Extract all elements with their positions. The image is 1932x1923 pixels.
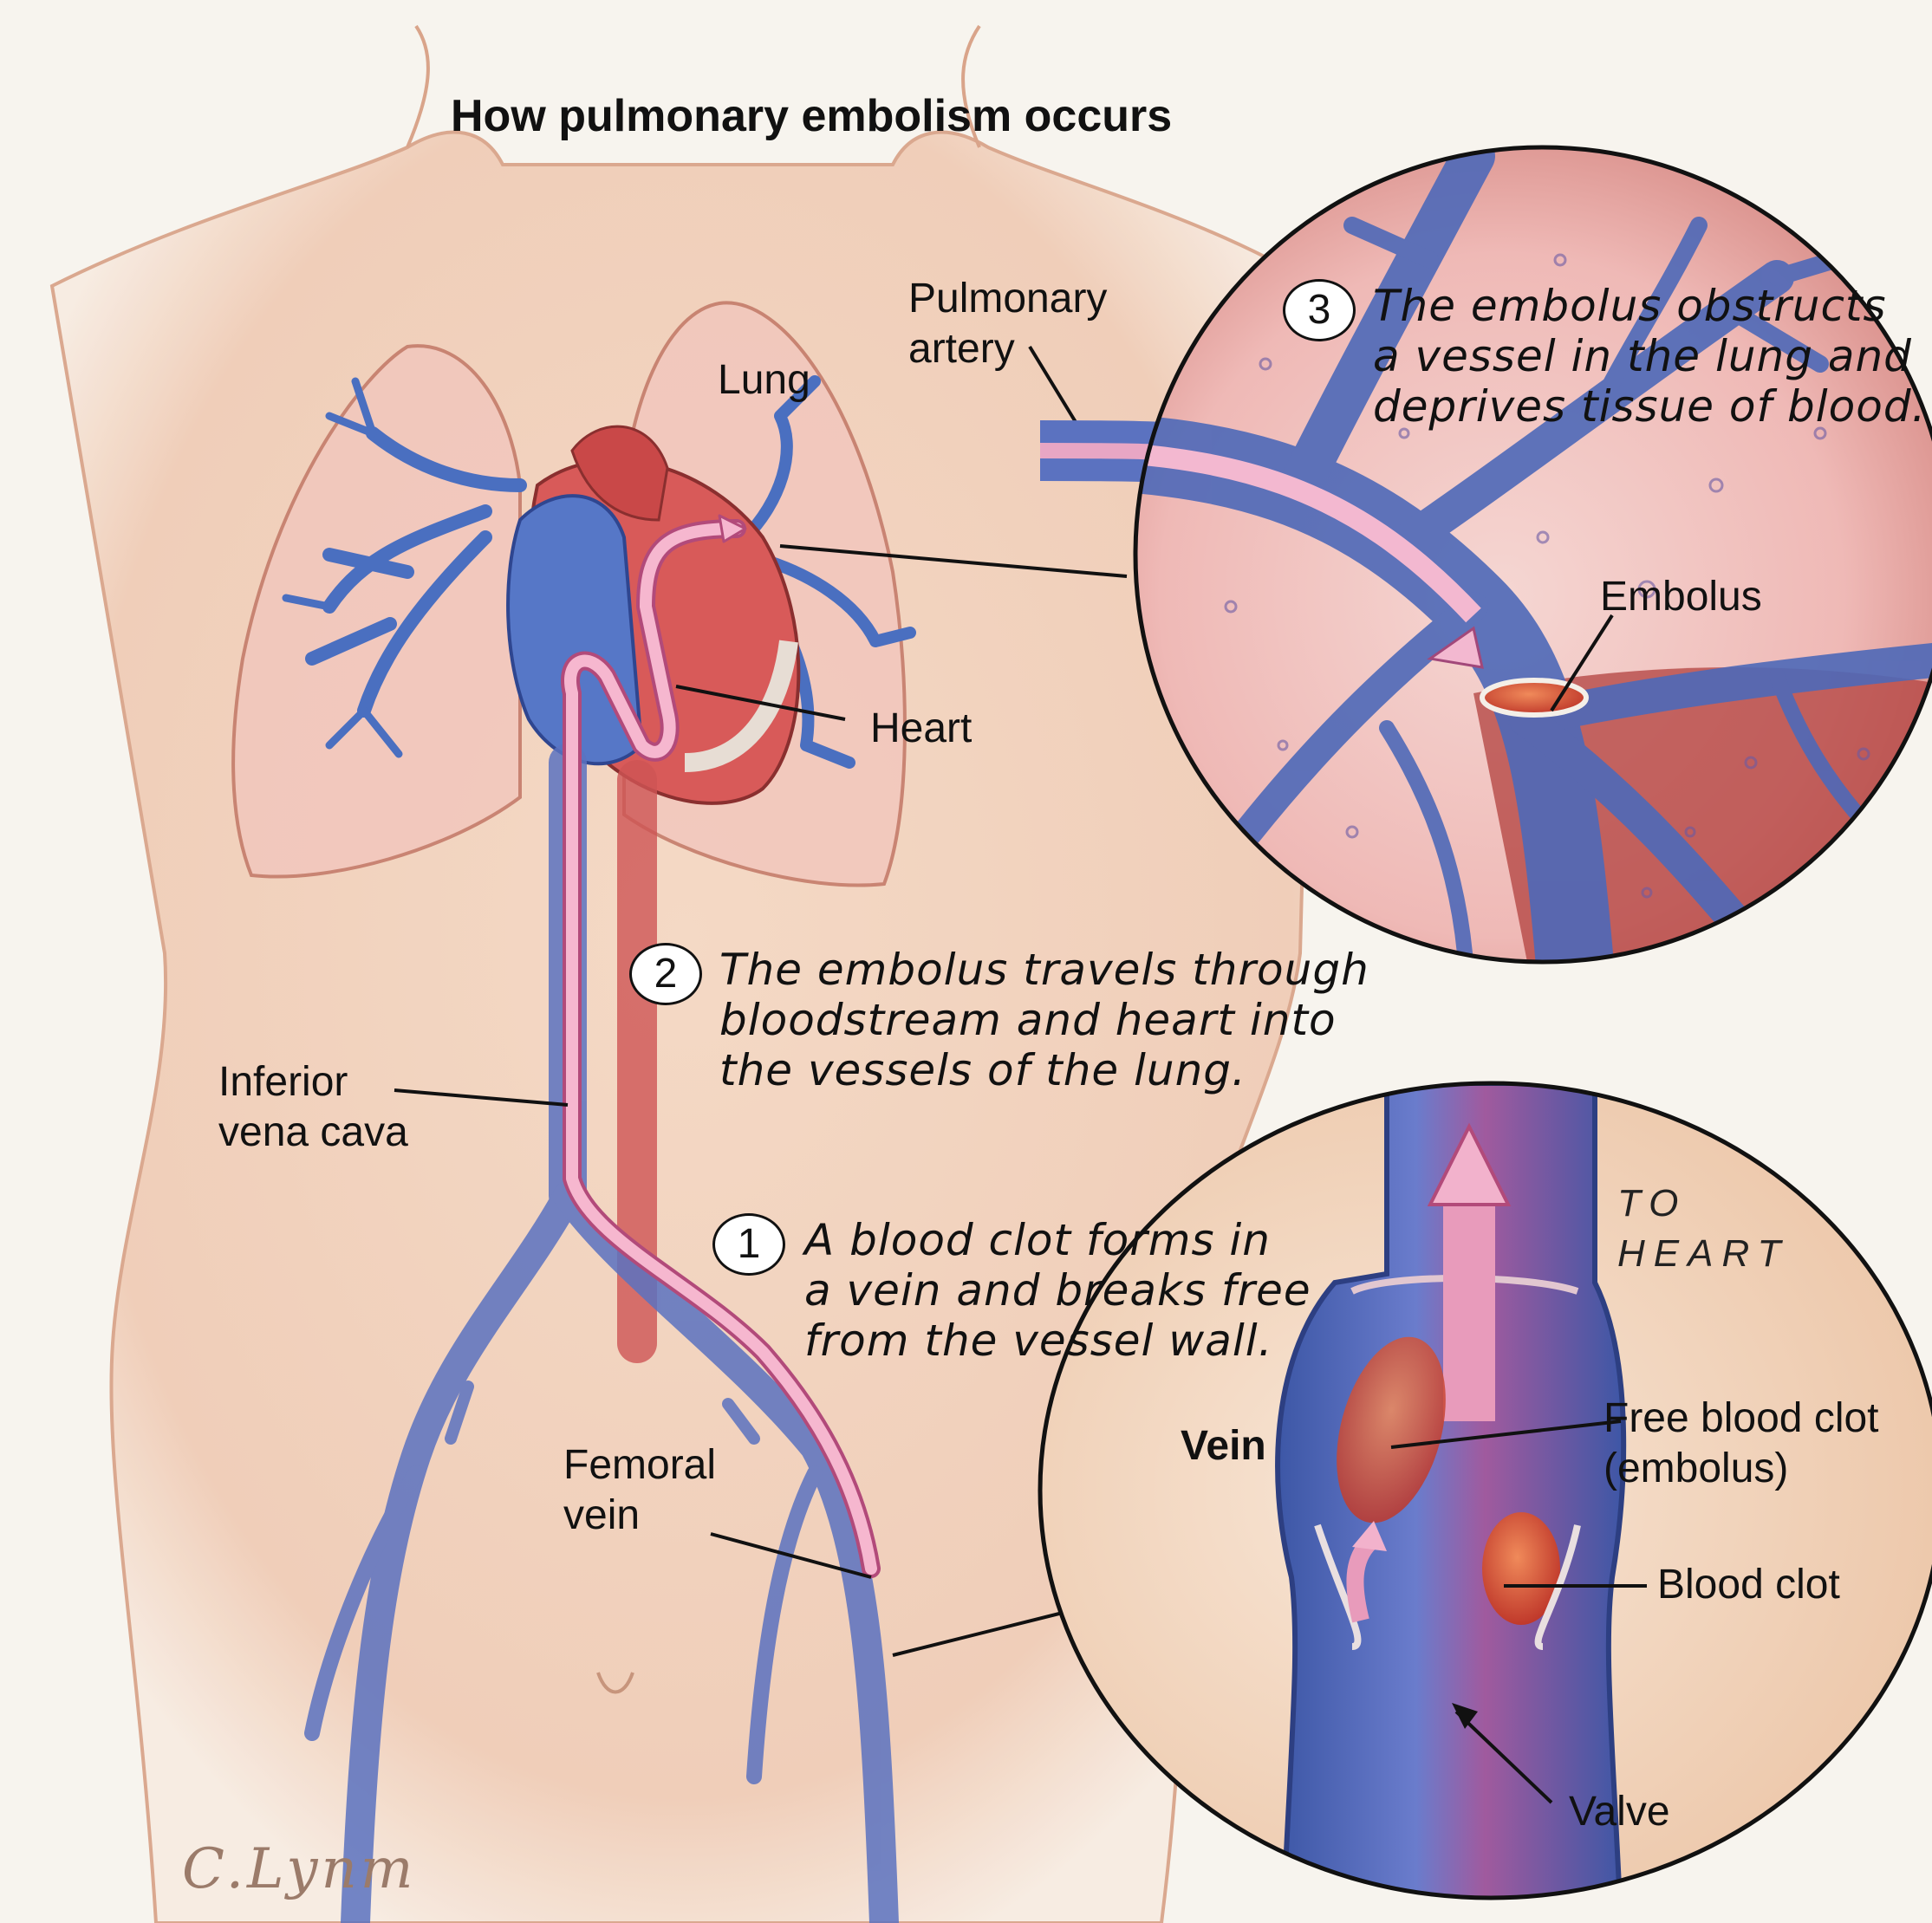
step-3-number: 3 (1283, 279, 1356, 341)
step-3-line-1: The embolus obstructs (1373, 281, 1932, 331)
step-2-line-1: The embolus travels through (719, 945, 1369, 995)
step-2-number: 2 (629, 943, 702, 1005)
label-pulmonary-artery-1: Pulmonary (908, 274, 1107, 324)
label-to-heart-1: TO (1617, 1179, 1687, 1229)
label-lung: Lung (718, 355, 810, 406)
label-femoral-vein-1: Femoral (563, 1440, 716, 1491)
embolus-clot (1482, 680, 1586, 715)
step-2-line-3: the vessels of the lung. (719, 1045, 1246, 1095)
label-inferior-vena-cava-2: vena cava (218, 1108, 408, 1158)
label-vein: Vein (1181, 1421, 1266, 1471)
page-title: How pulmonary embolism occurs (451, 90, 1172, 142)
label-to-heart-2: HEART (1617, 1229, 1789, 1279)
label-pulmonary-artery-2: artery (908, 324, 1015, 374)
label-blood-clot: Blood clot (1657, 1560, 1840, 1610)
label-valve: Valve (1569, 1787, 1670, 1837)
step-1-number: 1 (712, 1213, 785, 1276)
step-1-line-2: a vein and breaks free (804, 1265, 1311, 1316)
step-2-line-2: bloodstream and heart into (719, 995, 1337, 1045)
label-heart: Heart (870, 704, 972, 754)
step-1-line-1: A blood clot forms in (804, 1215, 1271, 1265)
label-free-blood-clot-1: Free blood clot (1603, 1394, 1932, 1444)
step-3-line-2: a vessel in the lung and (1373, 331, 1932, 381)
step-1-line-3: from the vessel wall. (804, 1316, 1273, 1366)
label-femoral-vein-2: vein (563, 1491, 640, 1541)
label-free-blood-clot-2: (embolus) (1603, 1444, 1788, 1494)
artist-signature: C.Lynm (182, 1837, 416, 1901)
step-3-line-3: deprives tissue of blood. (1373, 381, 1932, 432)
label-embolus: Embolus (1600, 572, 1762, 622)
label-inferior-vena-cava-1: Inferior (218, 1057, 348, 1108)
